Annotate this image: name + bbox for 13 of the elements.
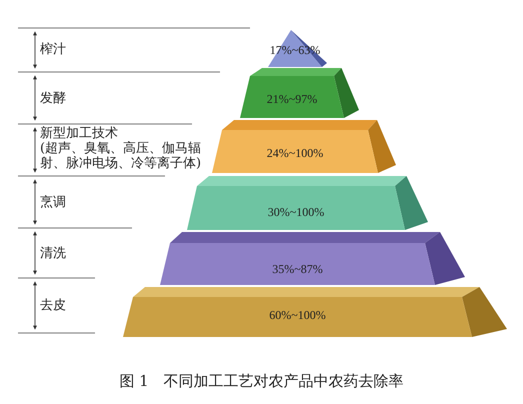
process-label: (超声、臭氧、高压、伽马辐射、脉冲电场、冷等离子体)	[40, 141, 202, 171]
process-label: 清洗	[40, 246, 67, 261]
process-label: 烹调	[40, 195, 67, 210]
process-label: 发酵	[40, 91, 67, 106]
percentage-label: 35%~87%	[272, 262, 323, 276]
process-label: 榨汁	[40, 42, 67, 57]
percentage-label: 21%~97%	[266, 92, 318, 106]
process-label: 去皮	[40, 298, 67, 313]
percentage-label: 30%~100%	[268, 205, 324, 219]
process-label: 新型加工技术	[40, 126, 119, 141]
figure-caption: 图 1 不同加工工艺对农产品中农药去除率	[118, 372, 405, 391]
percentage-label: 24%~100%	[266, 146, 324, 160]
percentage-label: 60%~100%	[269, 308, 326, 322]
